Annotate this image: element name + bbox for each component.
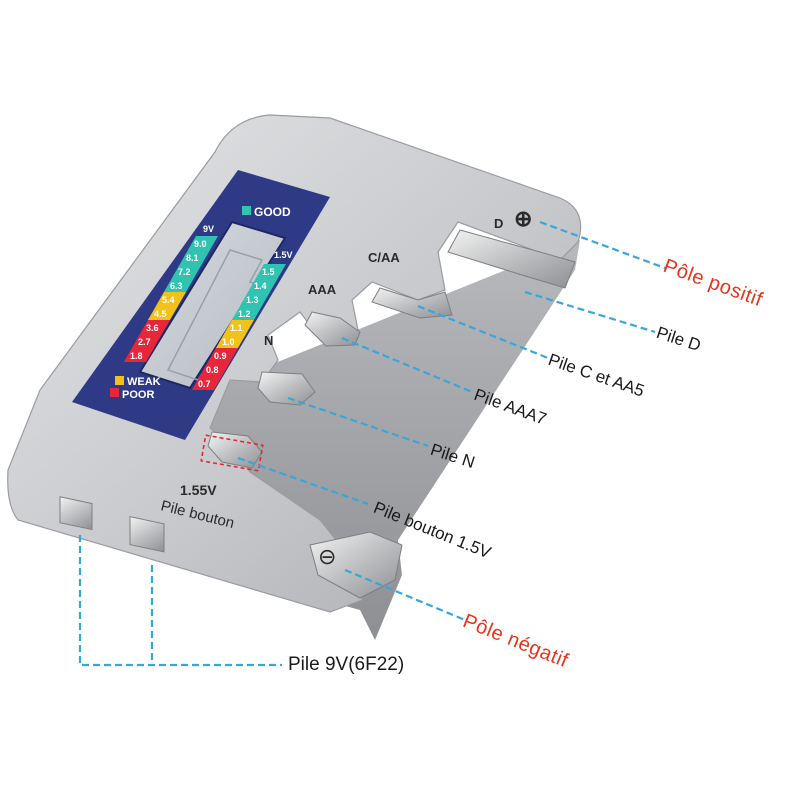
scale-9v-cell [163,278,194,292]
scale-9v-cell [131,334,162,348]
plus-terminal-icon: ⊕ [514,206,532,231]
button-voltage-label: 1.55V [180,482,217,498]
leader-pile-aaa [341,336,473,394]
poor-legend-label: POOR [122,389,154,401]
contact-9v-right [129,516,165,553]
scale-9v-cell [171,264,202,278]
scale-9v-cell [179,250,210,264]
scale-9v: 9.0 8.1 7.2 6.3 5.4 4.5 3.6 2.7 1.8 [123,236,218,362]
good-legend-label: GOOD [254,205,291,219]
contact-d [447,229,576,289]
scale-9v-cell [155,292,186,306]
contact-n [257,371,316,406]
lcd-window [138,220,287,390]
slot-label-c-aa: C/AA [368,250,400,265]
scale-15v-value: 1.3 [246,295,259,305]
scale-15v-cell [207,348,238,362]
col-1-5v-header: 1.5V [274,250,293,260]
button-cell-highlight [200,434,264,472]
scale-15v-cell [231,306,262,320]
contact-button-cell [207,431,263,469]
leader-pile-c-aa [417,304,549,360]
scale-15v-value: 1.1 [230,323,243,333]
scale-15v-value: 0.8 [206,365,219,375]
leader-lines [78,220,666,667]
scale-15v-value: 0.9 [214,351,227,361]
scale-15v-cell [247,278,278,292]
scale-15v-cell [239,292,270,306]
scale-9v-value: 9.0 [194,239,207,249]
callout-pile-9v: Pile 9V(6F22) [288,654,405,675]
contact-aaa [304,311,361,347]
scale-15v-value: 1.4 [254,281,267,291]
scale-9v-cell [139,320,170,334]
scale-1-5v: 1.5 1.4 1.3 1.2 1.1 1.0 0.9 0.8 0.7 [191,264,286,390]
scale-9v-value: 4.5 [154,309,167,319]
leader-positive-pole [539,220,666,270]
scale-9v-value: 8.1 [186,253,199,263]
good-legend-swatch [242,206,251,215]
slot-label-n: N [264,333,273,348]
scale-15v-cell [255,264,286,278]
scale-15v-cell [199,362,230,376]
leader-pile-9v [78,535,282,667]
leader-pile-d [524,290,656,334]
scale-15v-value: 1.5 [262,267,275,277]
minus-terminal-icon: ⊖ [318,544,336,569]
scale-9v-cell [123,348,154,362]
leader-pile-button [237,456,369,506]
scale-15v-value: 1.2 [238,309,251,319]
leader-pile-n [287,396,429,448]
scale-9v-value: 3.6 [146,323,159,333]
weak-legend-swatch [115,376,124,385]
scale-9v-cell [187,236,218,250]
scale-9v-cell [147,306,178,320]
scale-15v-cell [215,334,246,348]
contact-negative [309,531,403,599]
weak-legend-label: WEAK [127,376,161,388]
scale-15v-cell [223,320,254,334]
scale-15v-cell [191,376,222,390]
scale-9v-value: 2.7 [138,337,151,347]
poor-legend-swatch [110,388,119,397]
contact-9v-left [59,496,93,531]
scale-9v-value: 7.2 [178,267,191,277]
scale-9v-value: 1.8 [130,351,143,361]
col-9v-header: 9V [203,224,214,234]
scale-15v-value: 0.7 [198,379,211,389]
slot-label-aaa: AAA [308,282,337,297]
scale-15v-value: 1.0 [222,337,235,347]
scale-9v-value: 6.3 [170,281,183,291]
scale-9v-value: 5.4 [162,295,175,305]
slot-label-d: D [494,216,503,231]
